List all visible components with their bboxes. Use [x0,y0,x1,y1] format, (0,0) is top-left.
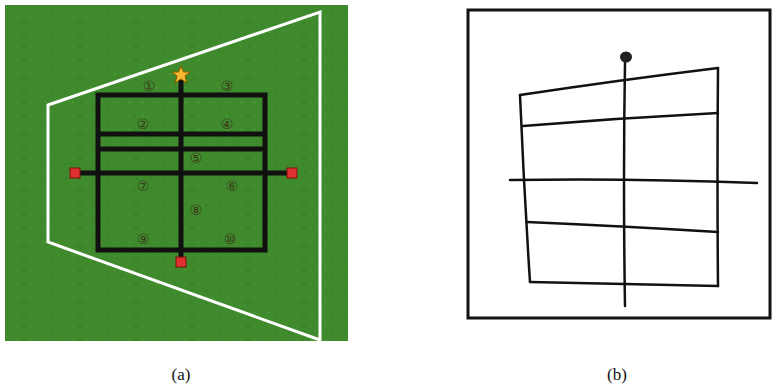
callout-number: ⑥ [226,179,239,193]
red-marker [176,257,186,267]
red-marker [287,168,297,178]
sketch-dot [620,52,632,63]
field [5,5,348,341]
callout-number: ⑦ [137,179,150,193]
sketch-frame [468,10,770,318]
red-marker [70,168,80,178]
callout-number: ⑤ [190,151,203,165]
callout-number: ⑩ [224,232,237,246]
callout-number: ③ [221,79,234,93]
sketch-grid [510,62,757,306]
panel-caption: (b) [607,366,627,383]
view-trapezoid [48,12,320,340]
callout-number: ④ [221,117,234,131]
callout-number: ① [143,79,156,93]
callout-number: ⑨ [137,232,150,246]
callout-number: ② [137,117,150,131]
star-marker [172,66,190,83]
panel-caption: (a) [172,366,191,383]
grid [80,80,288,258]
callout-number: ⑧ [190,203,203,217]
